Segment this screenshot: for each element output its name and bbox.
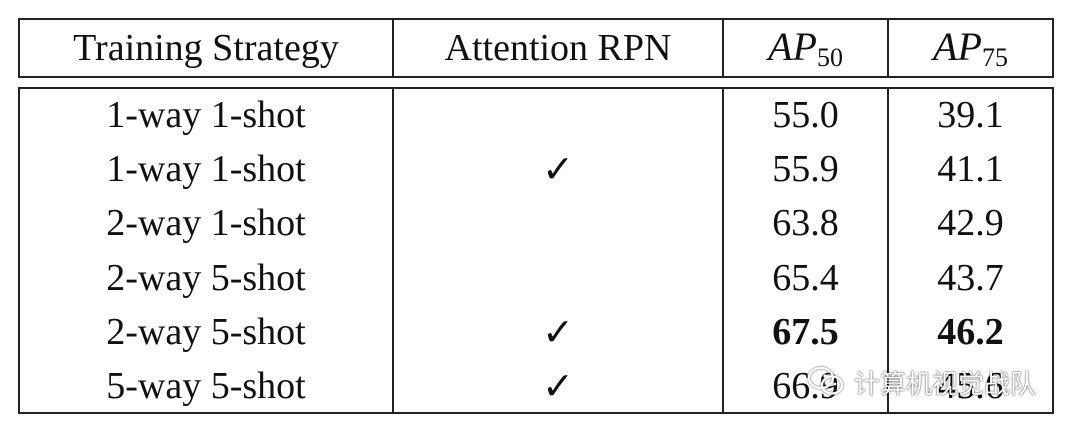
cell-strategy: 2-way 5-shot <box>18 305 394 360</box>
cell-strategy: 1-way 1-shot <box>18 87 394 142</box>
cell-attention-rpn <box>394 196 724 251</box>
cell-strategy: 1-way 1-shot <box>18 141 394 196</box>
ap50-subscript: 50 <box>816 43 843 72</box>
cell-ap75: 41.1 <box>889 141 1054 196</box>
ap75-subscript: 75 <box>981 43 1008 72</box>
cell-attention-rpn <box>394 87 724 142</box>
table-row: 1-way 1-shot ✓ 55.9 41.1 <box>18 141 1054 196</box>
table-row: 2-way 5-shot ✓ 67.5 46.2 <box>18 305 1054 360</box>
cell-attention-rpn: ✓ <box>394 141 724 196</box>
header-ap75: AP75 <box>889 18 1054 78</box>
cell-attention-rpn: ✓ <box>394 305 724 360</box>
cell-ap75: 45.6 <box>889 359 1054 414</box>
header-row: Training Strategy Attention RPN AP50 AP7… <box>18 18 1054 78</box>
header-ap50: AP50 <box>724 18 889 78</box>
cell-ap75: 39.1 <box>889 87 1054 142</box>
cell-ap75: 43.7 <box>889 250 1054 305</box>
watermark: 计算机视觉战队 <box>806 360 1036 404</box>
cell-ap50-best: 67.5 <box>724 305 889 360</box>
table-row: 1-way 1-shot 55.0 39.1 <box>18 87 1054 142</box>
header-training-strategy: Training Strategy <box>18 18 394 78</box>
table-row: 5-way 5-shot ✓ 66.9 45.6 <box>18 359 1054 414</box>
cell-ap50: 55.0 <box>724 87 889 142</box>
cell-ap50: 63.8 <box>724 196 889 251</box>
results-table-container: Training Strategy Attention RPN AP50 AP7… <box>18 18 1054 414</box>
wechat-icon <box>806 365 846 399</box>
cell-ap50: 65.4 <box>724 250 889 305</box>
cell-ap75: 42.9 <box>889 196 1054 251</box>
ap75-base: AP <box>933 24 982 69</box>
cell-attention-rpn: ✓ <box>394 359 724 414</box>
ap50-base: AP <box>768 24 817 69</box>
table-row: 2-way 5-shot 65.4 43.7 <box>18 250 1054 305</box>
results-table: Training Strategy Attention RPN AP50 AP7… <box>18 18 1054 414</box>
cell-ap75-best: 46.2 <box>889 305 1054 360</box>
cell-strategy: 2-way 5-shot <box>18 250 394 305</box>
cell-attention-rpn <box>394 250 724 305</box>
header-attention-rpn: Attention RPN <box>394 18 724 78</box>
cell-strategy: 2-way 1-shot <box>18 196 394 251</box>
cell-strategy: 5-way 5-shot <box>18 359 394 414</box>
watermark-text: 计算机视觉战队 <box>854 369 1037 400</box>
cell-ap50: 55.9 <box>724 141 889 196</box>
table-row: 2-way 1-shot 63.8 42.9 <box>18 196 1054 251</box>
